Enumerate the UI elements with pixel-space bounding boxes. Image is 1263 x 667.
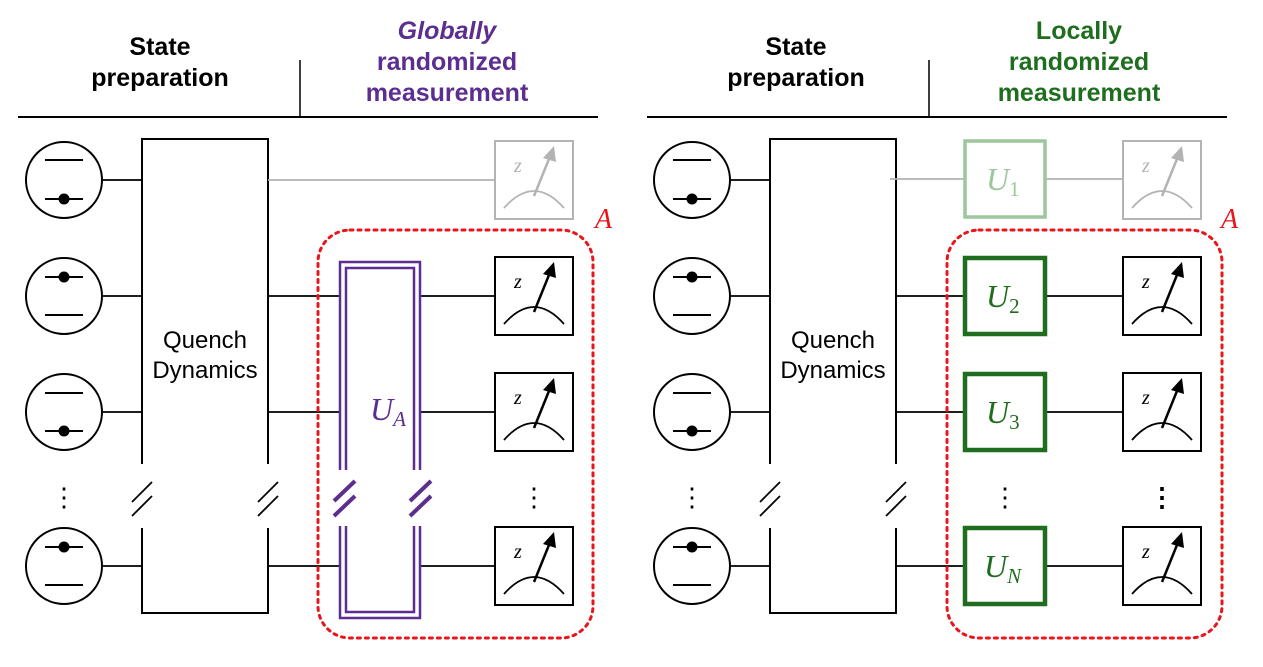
right-header-meas-line3: measurement: [998, 79, 1161, 107]
right-block-label-line1: Quench: [791, 327, 875, 354]
right-meter-3: z: [1122, 372, 1202, 452]
left-qubit-2: [25, 257, 103, 335]
local-unitary-2: U2: [962, 255, 1048, 337]
global-unitary-box: [332, 260, 433, 620]
left-header-prep-line1: State: [129, 33, 190, 61]
left-qubit-n: [25, 527, 103, 605]
left-meter-n: z: [494, 526, 574, 606]
left-header-meas-emph: Globally: [398, 17, 498, 45]
right-qubit-ellipsis: ⋮: [679, 483, 705, 512]
right-qubit-n: [653, 527, 731, 605]
right-meter-1: z: [1122, 140, 1202, 220]
left-meter-ellipsis: ⋮: [521, 483, 547, 512]
right-meter-2-letter: z: [1141, 271, 1150, 293]
right-meter-n-letter: z: [1141, 541, 1150, 563]
left-header-meas-line3: measurement: [366, 79, 529, 107]
right-meter-3-letter: z: [1141, 387, 1150, 409]
left-block-label-line1: Quench: [163, 327, 247, 354]
right-meter-ellipsis: ⋮: [1149, 483, 1175, 512]
right-region-label: A: [1219, 204, 1239, 235]
right-qubit-2: [653, 257, 731, 335]
local-unitary-n: UN: [962, 525, 1048, 607]
svg-text:U2: U2: [986, 278, 1020, 318]
left-meter-3: z: [494, 372, 574, 452]
left-meter-1-letter: z: [513, 155, 522, 177]
left-qubit-3: [25, 373, 103, 451]
left-qubit-1: [25, 141, 103, 219]
right-qubit-1: [653, 141, 731, 219]
svg-text:U3: U3: [986, 394, 1020, 434]
right-header-meas-line1: Locally: [1036, 17, 1122, 45]
left-subsystem-region: [316, 228, 595, 640]
right-header-meas-line2: randomized: [1009, 48, 1149, 76]
left-meter-2: z: [494, 256, 574, 336]
left-header-prep-line2: preparation: [91, 64, 229, 92]
right-qubit-3: [653, 373, 731, 451]
right-meter-n: z: [1122, 526, 1202, 606]
svg-text:UN: UN: [984, 548, 1022, 588]
right-panel: State preparation Locally randomized mea…: [647, 17, 1239, 640]
svg-text:U1: U1: [986, 161, 1020, 201]
right-quench-block: [759, 138, 907, 614]
left-block-label-line2: Dynamics: [152, 357, 257, 384]
left-meter-n-letter: z: [513, 541, 522, 563]
left-quench-block: [131, 138, 279, 614]
left-meter-1: z: [494, 140, 574, 220]
right-header-prep-line2: preparation: [727, 64, 865, 92]
right-meter-2: z: [1122, 256, 1202, 336]
right-block-label-line2: Dynamics: [780, 357, 885, 384]
left-meter-2-letter: z: [513, 271, 522, 293]
left-qubit-ellipsis: ⋮: [51, 483, 77, 512]
left-meter-3-letter: z: [513, 387, 522, 409]
left-region-label: A: [593, 204, 613, 235]
right-unitary-ellipsis: ⋮: [992, 483, 1018, 512]
local-unitary-3: U3: [962, 371, 1048, 453]
local-unitary-1: U1: [963, 139, 1047, 219]
left-panel: State preparation Globally randomized me…: [18, 17, 613, 640]
right-meter-1-letter: z: [1141, 155, 1150, 177]
right-subsystem-region: [945, 228, 1224, 640]
left-header-meas-line2: randomized: [377, 48, 517, 76]
right-header-prep-line1: State: [765, 33, 826, 61]
global-unitary-label: UA: [370, 391, 406, 431]
